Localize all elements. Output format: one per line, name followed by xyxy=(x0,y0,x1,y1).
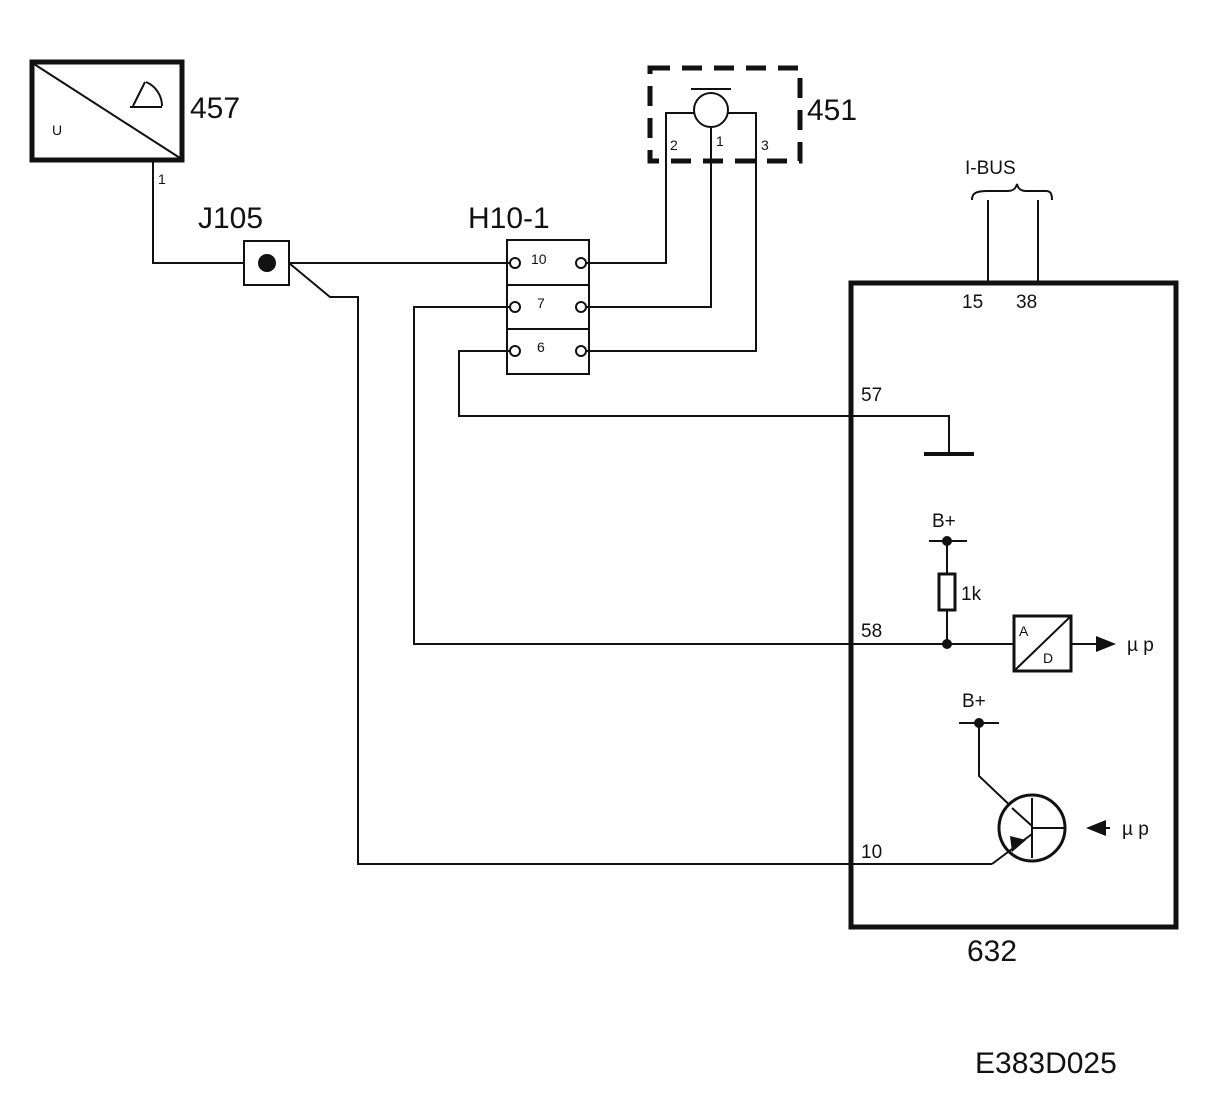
h10-pin-7-label: 7 xyxy=(537,295,545,311)
resistor-1k xyxy=(937,572,957,612)
pin-58-label: 58 xyxy=(861,621,882,642)
pin-57-label: 57 xyxy=(861,385,882,406)
junction-j105-label: J105 xyxy=(198,202,263,235)
h10-pin-10-label: 10 xyxy=(531,251,547,267)
component-451: 2 1 3 451 xyxy=(647,65,857,164)
figure-code: E383D025 xyxy=(975,1047,1117,1080)
transistor xyxy=(997,793,1067,863)
wire-h10-pin6-to-632-pin57 xyxy=(458,350,950,454)
i-bus-label: I-BUS xyxy=(965,158,1016,179)
supply-b-plus-label: B+ xyxy=(932,511,956,532)
control-unit-632: 15 38 57 58 10 632 B+ 1k A D µ p B+ xyxy=(848,280,1179,968)
wire-h10-pin6-to-451-pin3 xyxy=(586,160,757,352)
sensor-451-pin-3-label: 3 xyxy=(761,137,769,153)
control-unit-632-label: 632 xyxy=(967,935,1017,968)
supply-b-plus-2-label: B+ xyxy=(962,691,986,712)
wire-h10-pin7-to-632-pin58 xyxy=(413,306,1014,645)
connector-h10-1-label: H10-1 xyxy=(468,202,550,235)
wire-h10-pin10-to-451-pin2 xyxy=(586,160,667,264)
h10-pin-6-label: 6 xyxy=(537,339,545,355)
component-457: U 457 1 xyxy=(29,59,240,187)
connector-h10-1: 10 7 6 H10-1 xyxy=(468,202,590,375)
sensor-symbol-label: U xyxy=(52,122,62,138)
sensor-pin-1-label: 1 xyxy=(158,171,166,187)
bus-pin-15-label: 15 xyxy=(962,292,983,313)
micro-input-label: µ p xyxy=(1122,819,1149,840)
adc-a-label: A xyxy=(1019,623,1029,639)
component-451-label: 451 xyxy=(807,94,857,127)
wire-457-to-j105 xyxy=(152,160,244,264)
micro-output-label: µ p xyxy=(1127,635,1154,656)
wire-h10-pin7-to-451-pin1 xyxy=(586,128,712,308)
wire-j105-to-632-pin10 xyxy=(288,262,992,865)
junction-j105: J105 xyxy=(198,202,290,286)
sensor-451-pin-1-label: 1 xyxy=(716,133,724,149)
pin-10-label: 10 xyxy=(861,842,882,863)
i-bus: I-BUS xyxy=(965,158,1053,283)
component-457-label: 457 xyxy=(190,92,240,125)
resistor-1k-label: 1k xyxy=(961,584,982,605)
sensor-451-pin-2-label: 2 xyxy=(670,137,678,153)
bus-pin-38-label: 38 xyxy=(1016,292,1037,313)
adc-d-label: D xyxy=(1043,650,1053,666)
adc-converter: A D xyxy=(1012,614,1073,673)
